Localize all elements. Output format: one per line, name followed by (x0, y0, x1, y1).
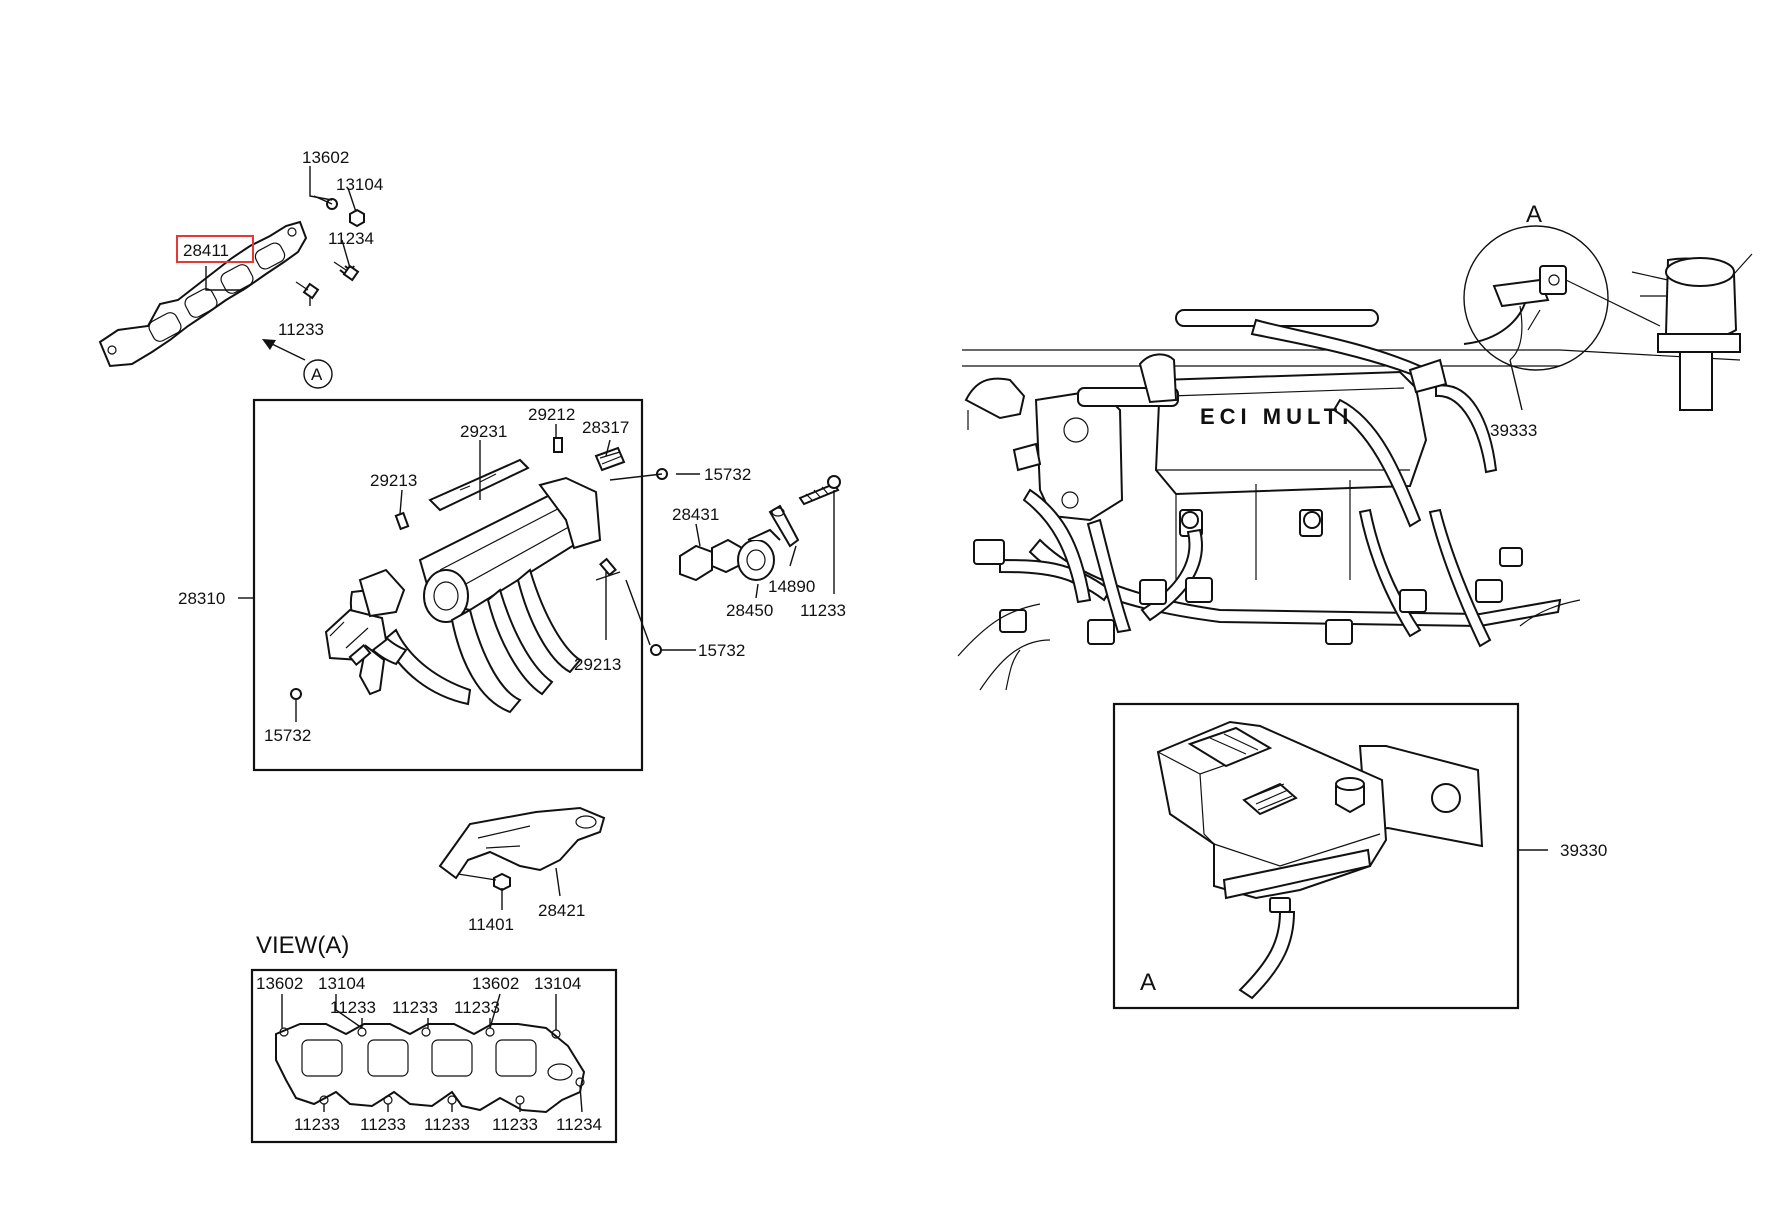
gasket-leader-lines (205, 166, 357, 361)
detail-circle-a (1463, 225, 1609, 371)
detail-box-a: A (1140, 969, 1156, 996)
intake-manifold (324, 476, 602, 714)
intake-manifold-box (252, 398, 644, 772)
label-11401: 11401 (468, 915, 514, 934)
label-13602-top: 13602 (302, 148, 349, 167)
view-label-11233-top-2: 11233 (392, 998, 438, 1017)
view-label-13602-left: 13602 (256, 974, 303, 993)
leader-39333 (1509, 359, 1523, 411)
view-a-title: VIEW(A) (256, 932, 349, 959)
label-15732-b: 15732 (698, 641, 745, 660)
label-29213-b: 29213 (574, 655, 621, 674)
view-a-box (250, 968, 618, 1144)
isa-leader-lines (695, 490, 835, 599)
label-11233-top: 11233 (278, 320, 324, 339)
callout-a-circle (303, 359, 333, 389)
label-13104-top: 13104 (336, 175, 383, 194)
isa-parts (679, 475, 841, 582)
view-label-11233-top-1: 11233 (330, 998, 376, 1017)
label-29213-a: 29213 (370, 471, 417, 490)
label-28431: 28431 (672, 505, 719, 524)
map-sensor-detail (1156, 720, 1484, 1000)
label-29212: 29212 (528, 405, 575, 424)
view-a-gasket (275, 1023, 586, 1114)
label-15732-a: 15732 (704, 465, 751, 484)
view-label-11233-bottom-3: 11233 (424, 1115, 470, 1134)
view-label-13104-right: 13104 (534, 974, 581, 993)
bracket-28421 (438, 806, 606, 892)
label-11234-top: 11234 (328, 229, 374, 248)
label-28421: 28421 (538, 901, 585, 920)
label-39333: 39333 (1490, 421, 1537, 440)
view-label-11233-top-3: 11233 (454, 998, 500, 1017)
engine-cover-text: ECI MULTI (1200, 404, 1353, 429)
label-28310: 28310 (178, 589, 225, 608)
label-39330: 39330 (1560, 841, 1607, 860)
callout-a-letter: A (311, 365, 323, 384)
heat-shield-29231 (428, 458, 530, 512)
label-14890: 14890 (768, 577, 815, 596)
label-28450: 28450 (726, 601, 773, 620)
label-15732-c: 15732 (264, 726, 311, 745)
gasket-fasteners (295, 198, 365, 300)
view-label-13602-right: 13602 (472, 974, 519, 993)
detail-a-box (1112, 702, 1520, 1010)
label-28317: 28317 (582, 418, 629, 437)
manifold-gasket-top (98, 220, 308, 368)
label-28411: 28411 (183, 241, 229, 260)
view-label-11233-bottom-1: 11233 (294, 1115, 340, 1134)
engine-callout-a: A (1526, 201, 1542, 228)
engine-illustration (957, 253, 1753, 691)
manifold-leader-lines (238, 424, 700, 722)
view-label-13104-left: 13104 (318, 974, 365, 993)
label-29231: 29231 (460, 422, 507, 441)
view-label-11233-bottom-2: 11233 (360, 1115, 406, 1134)
label-11233-b: 11233 (800, 601, 846, 620)
view-label-11234-bottom: 11234 (556, 1115, 602, 1134)
leader-28421 (555, 867, 561, 897)
view-label-11233-bottom-4: 11233 (492, 1115, 538, 1134)
sensor-in-circle (1492, 265, 1661, 361)
highlight-box-28411 (176, 235, 254, 263)
view-a-leader-lines (281, 993, 583, 1113)
